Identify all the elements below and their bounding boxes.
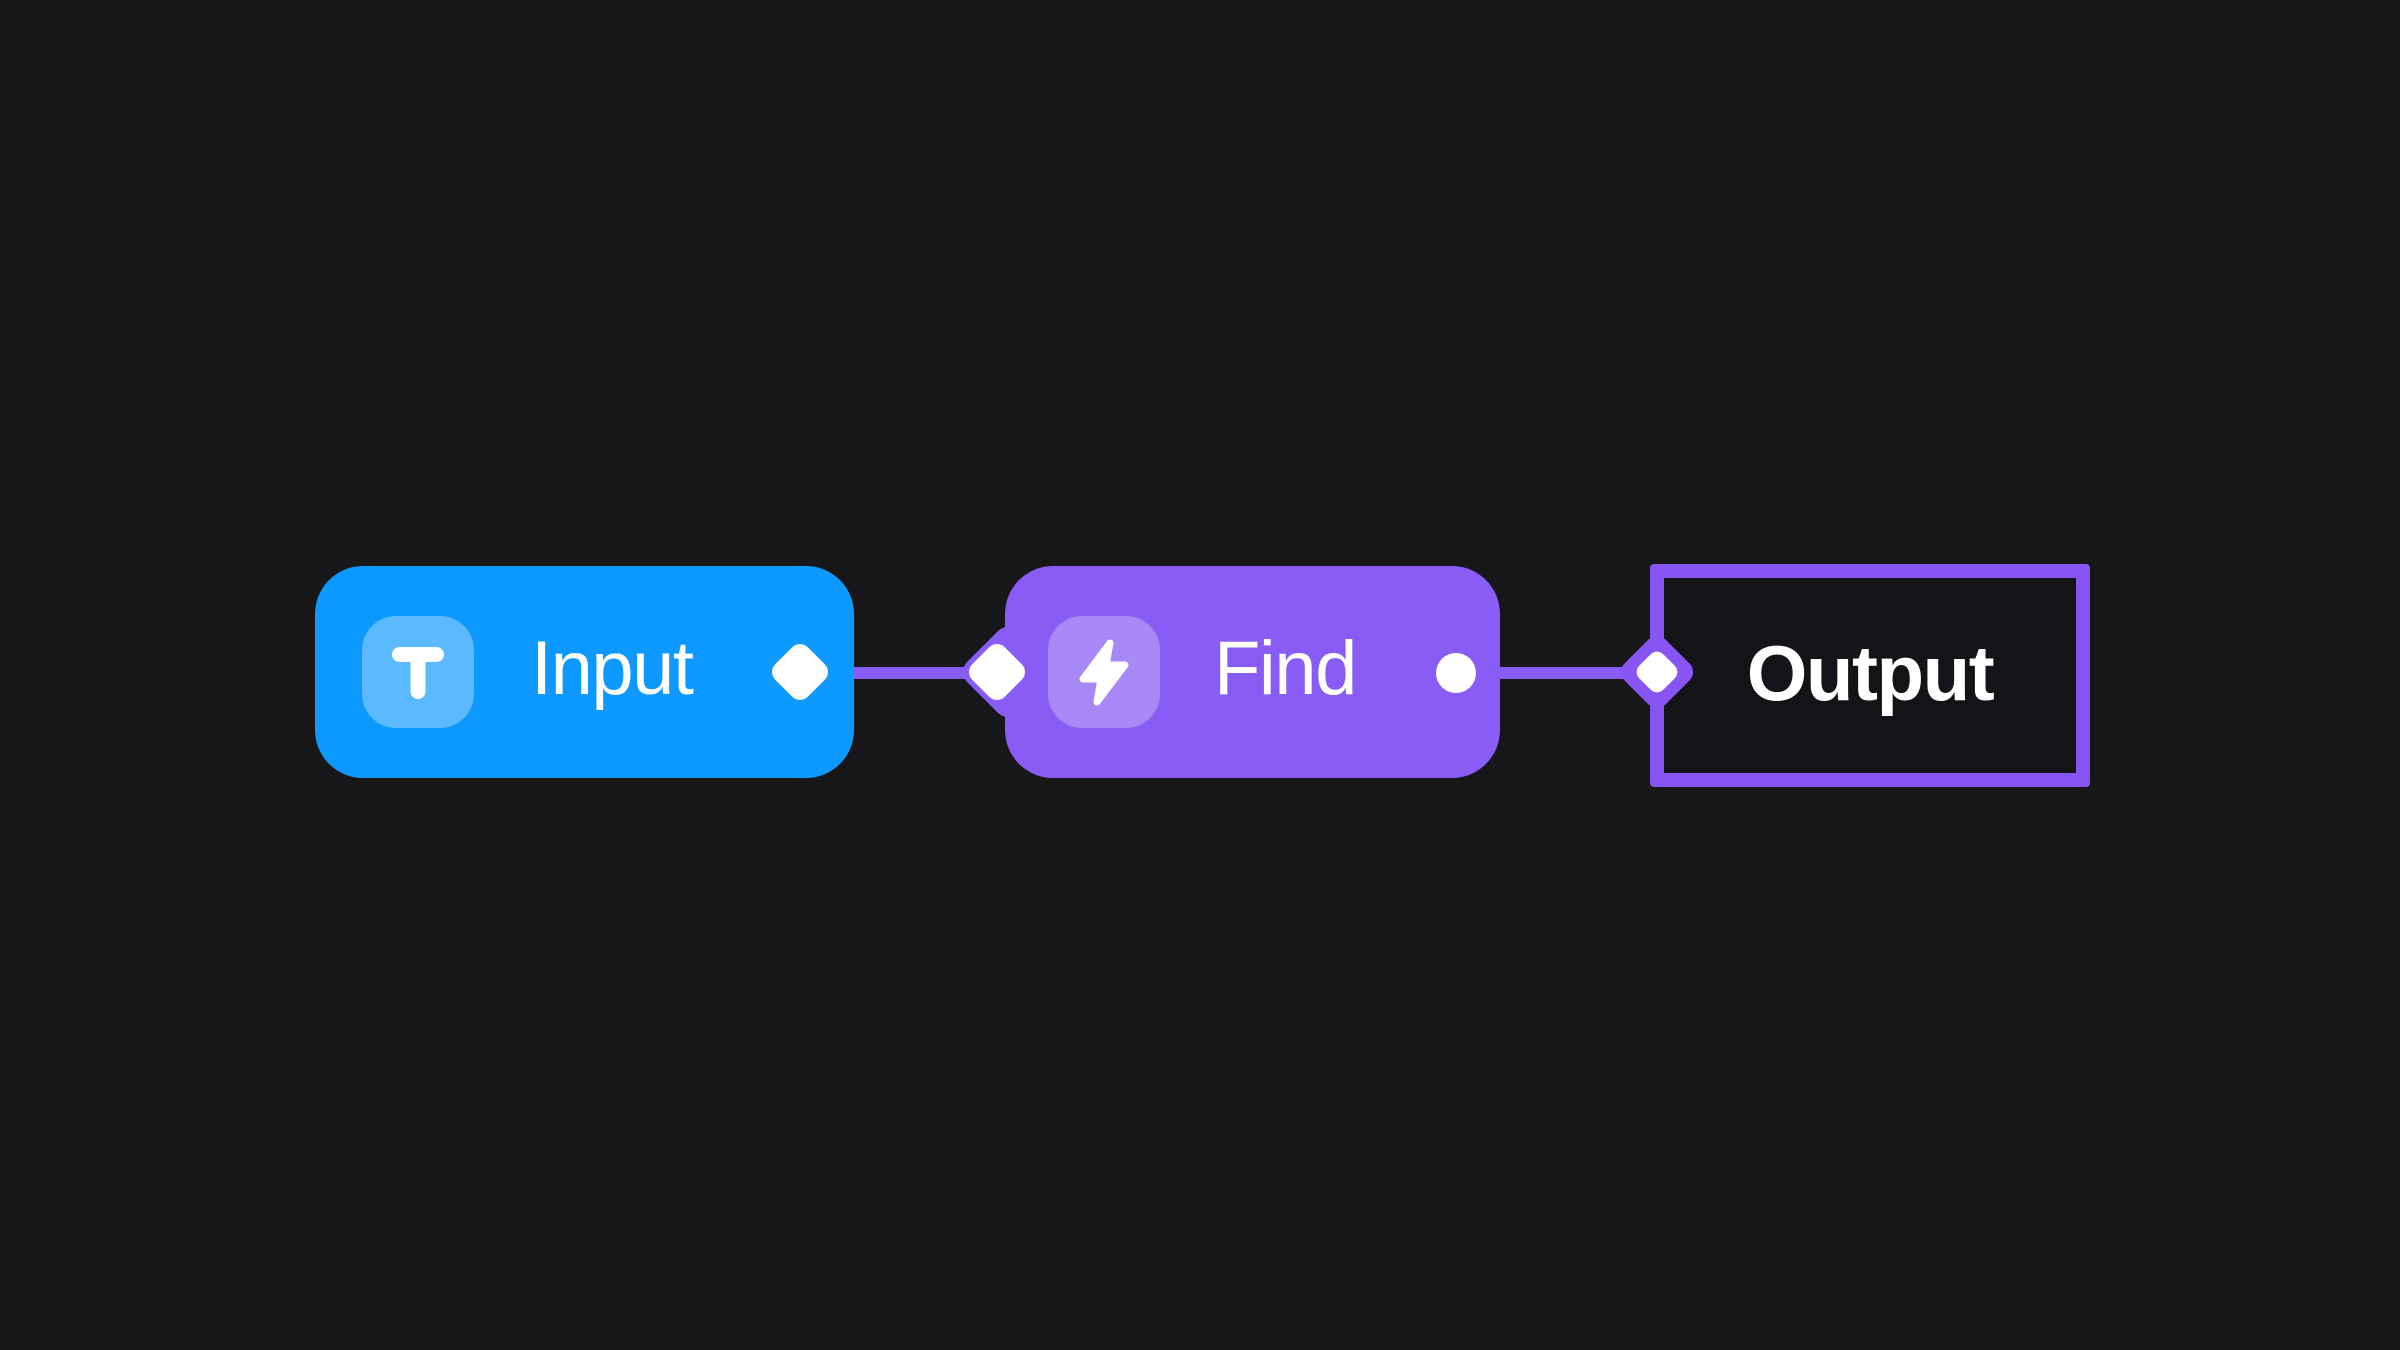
lightning-icon — [1048, 616, 1160, 728]
node-find[interactable]: Find — [1005, 566, 1500, 778]
edge-find-to-output[interactable] — [1450, 667, 1662, 679]
find-output-port[interactable] — [1436, 653, 1476, 693]
find-node-label: Find — [1214, 626, 1357, 711]
input-node-label: Input — [531, 626, 694, 711]
node-output[interactable]: Output — [1650, 564, 2090, 787]
output-node-label: Output — [1746, 628, 1995, 717]
text-icon — [362, 616, 474, 728]
node-input[interactable]: Input — [315, 566, 854, 778]
